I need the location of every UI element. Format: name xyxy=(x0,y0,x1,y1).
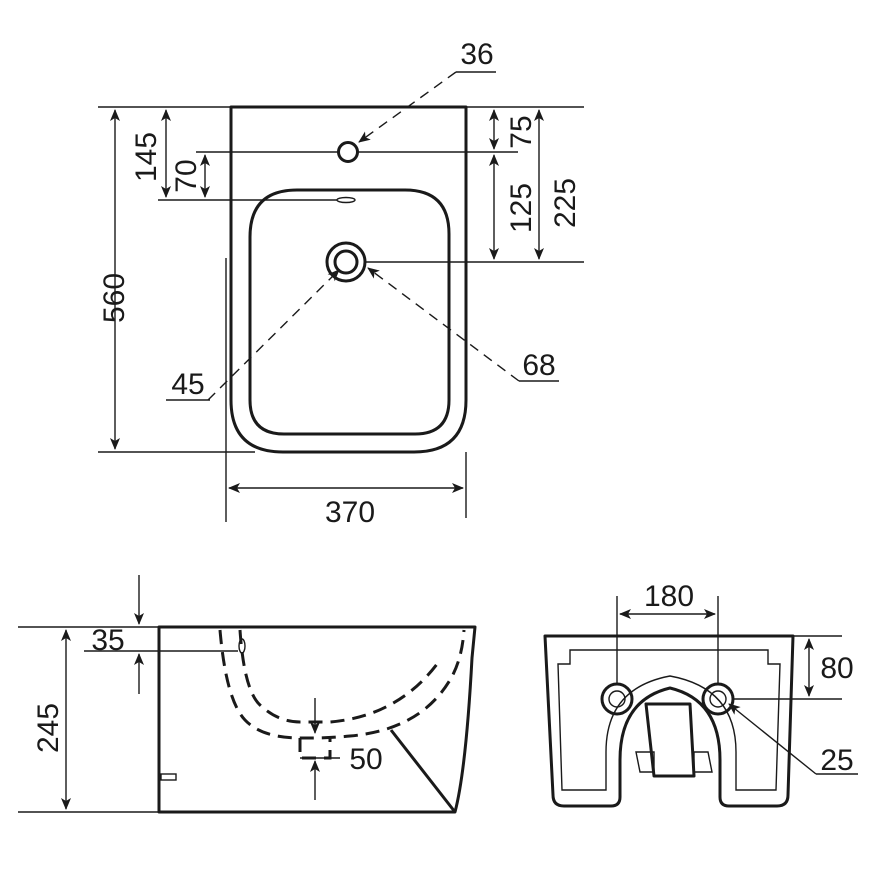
side-view: 245 35 50 xyxy=(18,575,477,814)
tap-hole xyxy=(337,141,359,163)
dim-overflow-height: 35 xyxy=(91,624,124,657)
rear-view: 180 80 25 xyxy=(543,580,858,808)
bowl-outline xyxy=(248,188,451,436)
dim-drain-from-back: 225 xyxy=(549,178,582,228)
dim-drain-depth: 50 xyxy=(349,743,382,776)
top-view: 560 145 70 75 125 225 370 36 45 xyxy=(98,38,584,529)
dim-overall-width: 370 xyxy=(325,496,375,529)
overflow-slot xyxy=(336,196,356,204)
rear-view-outline xyxy=(543,634,795,808)
dim-fixing-centres: 180 xyxy=(644,580,694,613)
side-view-outline xyxy=(157,625,477,814)
dim-side-height: 245 xyxy=(32,703,65,753)
dim-drain-inner-diameter: 45 xyxy=(171,368,204,401)
fixing-hole-left xyxy=(600,682,634,716)
dim-total-depth: 560 xyxy=(98,273,131,323)
top-view-outline xyxy=(229,105,468,454)
dim-tap-hole-diameter: 36 xyxy=(460,38,493,71)
dim-fixing-height: 80 xyxy=(820,652,853,685)
dim-tap-hole-from-back: 145 xyxy=(130,132,163,182)
hidden-trap xyxy=(218,629,466,740)
dim-fixing-hole-diameter: 25 xyxy=(820,744,853,777)
dim-drain-outer-diameter: 68 xyxy=(522,349,555,382)
drain-outer xyxy=(325,241,367,283)
dim-overflow-offset: 70 xyxy=(170,159,203,192)
dim-drain-from-tap: 125 xyxy=(505,183,538,233)
drain-inner xyxy=(333,249,359,275)
dim-tap-hole-top: 75 xyxy=(505,115,538,148)
